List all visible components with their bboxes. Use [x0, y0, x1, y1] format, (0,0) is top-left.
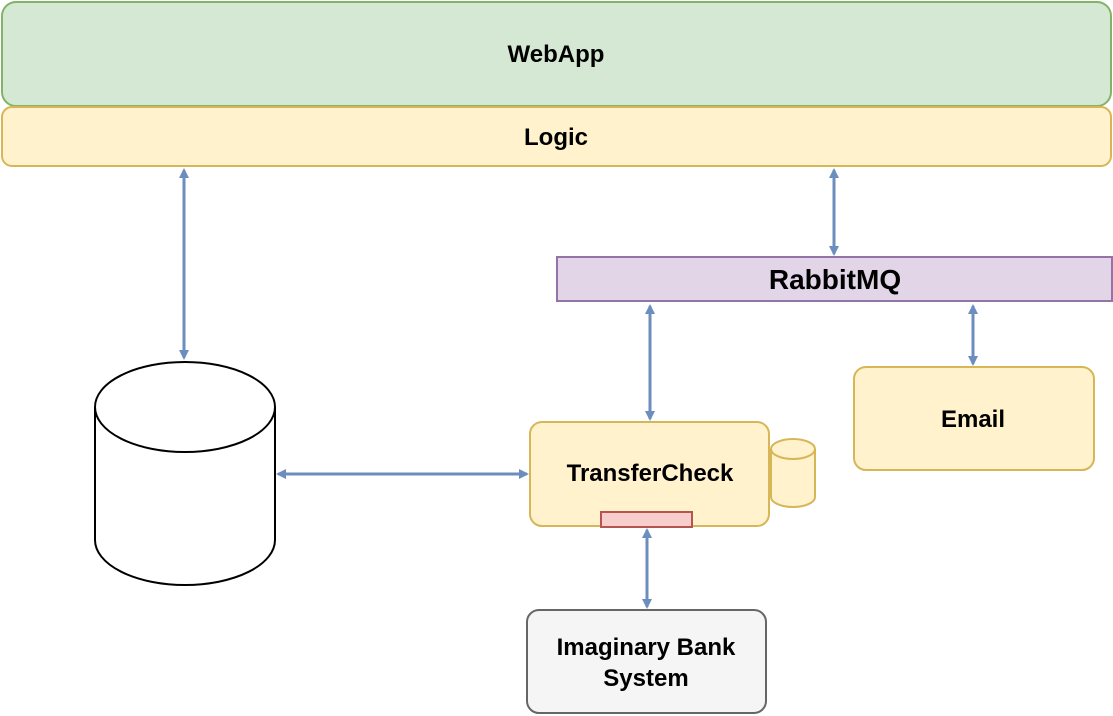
rabbitmq-label: RabbitMQ: [769, 264, 901, 295]
bank-node[interactable]: Imaginary Bank System: [526, 609, 767, 714]
bank-label-line1: Imaginary Bank: [557, 634, 736, 661]
logic-node[interactable]: Logic: [1, 106, 1112, 167]
transfercheck-store-cylinder: [770, 438, 816, 508]
transfercheck-node[interactable]: TransferCheck: [529, 421, 770, 527]
email-label: Email: [941, 406, 1005, 433]
email-node[interactable]: Email: [853, 366, 1095, 471]
rabbitmq-node[interactable]: RabbitMQ: [556, 256, 1113, 302]
transfercheck-label: TransferCheck: [567, 460, 734, 487]
transfercheck-port: [600, 511, 693, 528]
webapp-label: WebApp: [508, 41, 605, 68]
logic-label: Logic: [524, 124, 588, 151]
database-cylinder[interactable]: [94, 361, 276, 586]
bank-label-line2: System: [603, 665, 688, 692]
webapp-node[interactable]: WebApp: [1, 1, 1112, 107]
